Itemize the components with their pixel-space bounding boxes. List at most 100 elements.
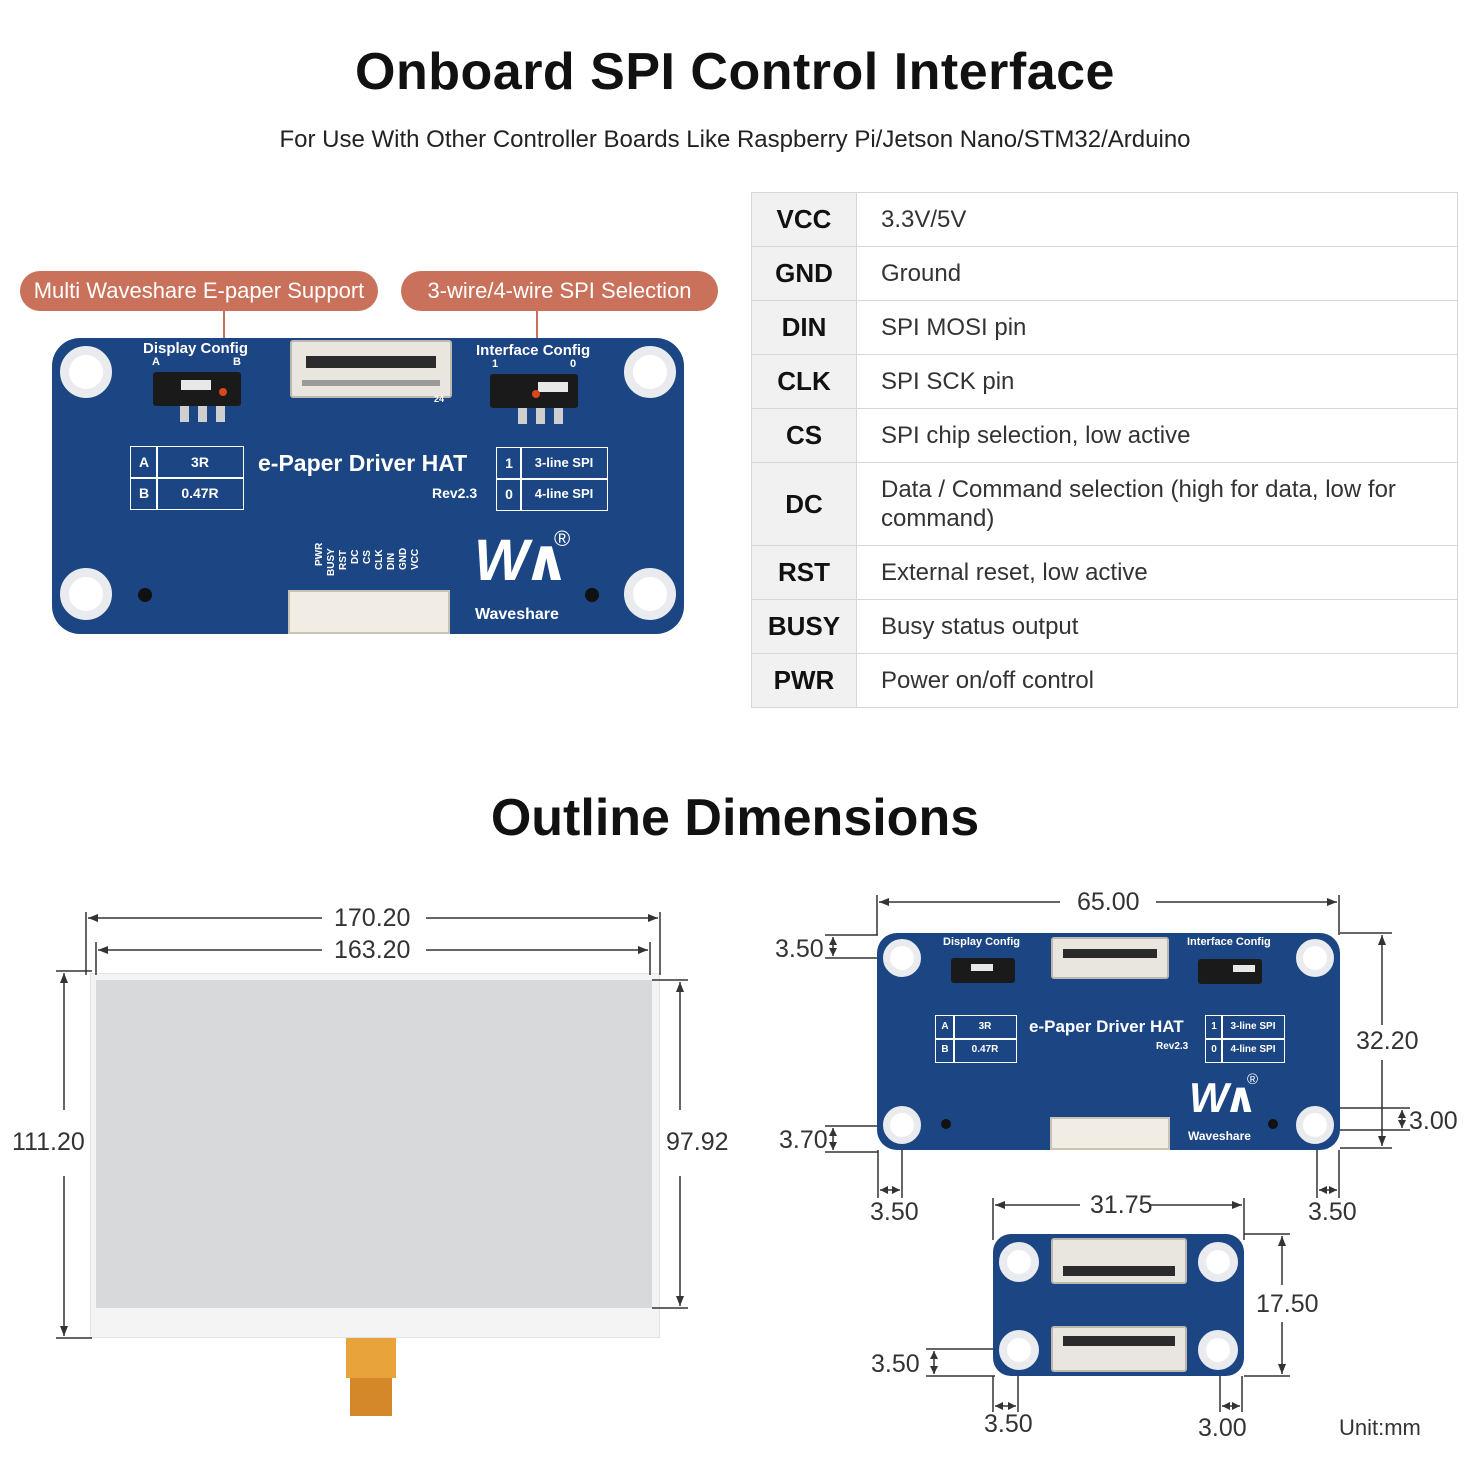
spi-value: 4-line SPI — [520, 478, 608, 511]
pin-name: PWR — [751, 653, 857, 708]
waveshare-logo-icon: W∧ — [1189, 1074, 1258, 1121]
page-title: Onboard SPI Control Interface — [355, 43, 1115, 101]
outline-title: Outline Dimensions — [490, 789, 980, 847]
dim-adapter-height: 17.50 — [1256, 1290, 1319, 1318]
page-subtitle: For Use With Other Controller Boards Lik… — [279, 126, 1191, 153]
display-config-switch[interactable] — [153, 372, 241, 406]
fpc-connector — [1051, 1326, 1187, 1372]
dim-hat-right-hole-x: 3.50 — [1308, 1198, 1357, 1226]
interface-config-label: Interface Config — [1187, 936, 1271, 948]
dim-hat-height: 32.20 — [1356, 1027, 1419, 1055]
spi-key: 0 — [496, 478, 522, 511]
dim-epaper-outer-height: 111.20 — [12, 1128, 85, 1156]
switch-label-b: B — [233, 356, 241, 368]
switch-label-1: 1 — [492, 358, 499, 370]
interface-config-switch — [1198, 959, 1262, 984]
mount-hole-icon — [1296, 939, 1334, 977]
resistor-key: A — [935, 1015, 955, 1040]
mount-hole-icon — [624, 568, 676, 620]
mount-hole-icon — [999, 1242, 1039, 1282]
mount-hole-icon — [883, 1106, 921, 1144]
mount-hole-icon — [999, 1330, 1039, 1370]
fpc-cable — [346, 1338, 396, 1378]
interface-config-switch[interactable] — [490, 374, 578, 408]
spi-value: 3-line SPI — [520, 447, 608, 480]
display-config-switch — [951, 958, 1015, 983]
pin-desc: Ground — [856, 246, 1458, 301]
brand-label: Waveshare — [475, 606, 559, 623]
brand-label: Waveshare — [1188, 1129, 1251, 1143]
display-config-label: Display Config — [143, 340, 249, 357]
resistor-value: 0.47R — [953, 1038, 1017, 1063]
epaper-active-area — [96, 980, 652, 1308]
waveshare-logo-icon: W∧ — [474, 528, 570, 593]
dim-hat-bottom-hole: 3.70 — [779, 1126, 828, 1154]
pin-name: BUSY — [751, 599, 857, 654]
pin-desc: External reset, low active — [856, 545, 1458, 600]
resistor-value: 3R — [156, 446, 244, 479]
fpc-connector — [1051, 1238, 1187, 1284]
fpc-connector — [1051, 937, 1169, 979]
table-row: CS SPI chip selection, low active — [751, 408, 1458, 463]
spi-value: 4-line SPI — [1221, 1038, 1285, 1063]
callout-spi-selection: 3-wire/4-wire SPI Selection — [401, 271, 718, 311]
mount-hole-icon — [1296, 1106, 1334, 1144]
switch-label-a: A — [152, 356, 160, 368]
board-name: e-Paper Driver HAT — [1029, 1017, 1184, 1036]
pin-table: VCC 3.3V/5V GND Ground DIN SPI MOSI pin … — [751, 192, 1458, 708]
spi-key: 0 — [1205, 1038, 1223, 1063]
via-hole-icon — [1268, 1119, 1278, 1129]
interface-config-label: Interface Config — [476, 342, 591, 359]
mount-hole-icon — [883, 939, 921, 977]
resistor-value: 0.47R — [156, 477, 244, 510]
fpc-pin-label: 24 — [434, 394, 445, 404]
mount-hole-icon — [624, 346, 676, 398]
via-hole-icon — [585, 588, 599, 602]
pin-desc: SPI chip selection, low active — [856, 408, 1458, 463]
pin-name: GND — [751, 246, 857, 301]
spi-value: 3-line SPI — [1221, 1015, 1285, 1040]
resistor-key: B — [935, 1038, 955, 1063]
via-hole-icon — [941, 1119, 951, 1129]
pin-name: VCC — [751, 192, 857, 247]
pin-desc: Power on/off control — [856, 653, 1458, 708]
fpc-cable-tail — [350, 1378, 392, 1416]
table-row: CLK SPI SCK pin — [751, 354, 1458, 409]
board-rev: Rev2.3 — [432, 485, 478, 501]
driver-hat-board-outline: Display Config Interface Config A 3R B 0… — [877, 933, 1340, 1150]
pin-name: CLK — [751, 354, 857, 409]
pin-desc: Data / Command selection (high for data,… — [856, 462, 1458, 546]
dim-epaper-active-height: 97.92 — [666, 1128, 729, 1156]
dim-hat-right-offset: 3.00 — [1409, 1107, 1458, 1135]
spi-key: 1 — [496, 447, 522, 480]
resistor-value: 3R — [953, 1015, 1017, 1040]
spi-key: 1 — [1205, 1015, 1223, 1040]
pin-desc: SPI SCK pin — [856, 354, 1458, 409]
driver-hat-board: Display Config A B 24 Interface Config 1… — [52, 338, 684, 634]
adapter-board — [993, 1234, 1244, 1376]
switch-label-0: 0 — [570, 358, 577, 370]
resistor-key: A — [130, 446, 158, 479]
pin-name: RST — [751, 545, 857, 600]
fpc-connector — [290, 340, 452, 398]
registered-mark: ® — [554, 526, 571, 551]
dim-adapter-hole-x-right: 3.00 — [1198, 1414, 1247, 1442]
dim-hat-top-hole: 3.50 — [775, 935, 824, 963]
table-row: RST External reset, low active — [751, 545, 1458, 600]
via-hole-icon — [138, 588, 152, 602]
dim-adapter-width: 31.75 — [1090, 1191, 1153, 1219]
dim-adapter-hole-y: 3.50 — [871, 1350, 920, 1378]
board-name: e-Paper Driver HAT — [258, 450, 468, 476]
mount-hole-icon — [60, 346, 112, 398]
pin-header-connector — [1050, 1117, 1170, 1150]
registered-mark: ® — [1247, 1071, 1259, 1088]
table-row: DC Data / Command selection (high for da… — [751, 462, 1458, 546]
dim-adapter-hole-x-left: 3.50 — [984, 1410, 1033, 1438]
unit-label: Unit:mm — [1339, 1415, 1421, 1440]
dim-hat-left-hole-x: 3.50 — [870, 1198, 919, 1226]
resistor-key: B — [130, 477, 158, 510]
pin-header-connector — [288, 590, 450, 634]
mount-hole-icon — [60, 568, 112, 620]
pin-name: CS — [751, 408, 857, 463]
